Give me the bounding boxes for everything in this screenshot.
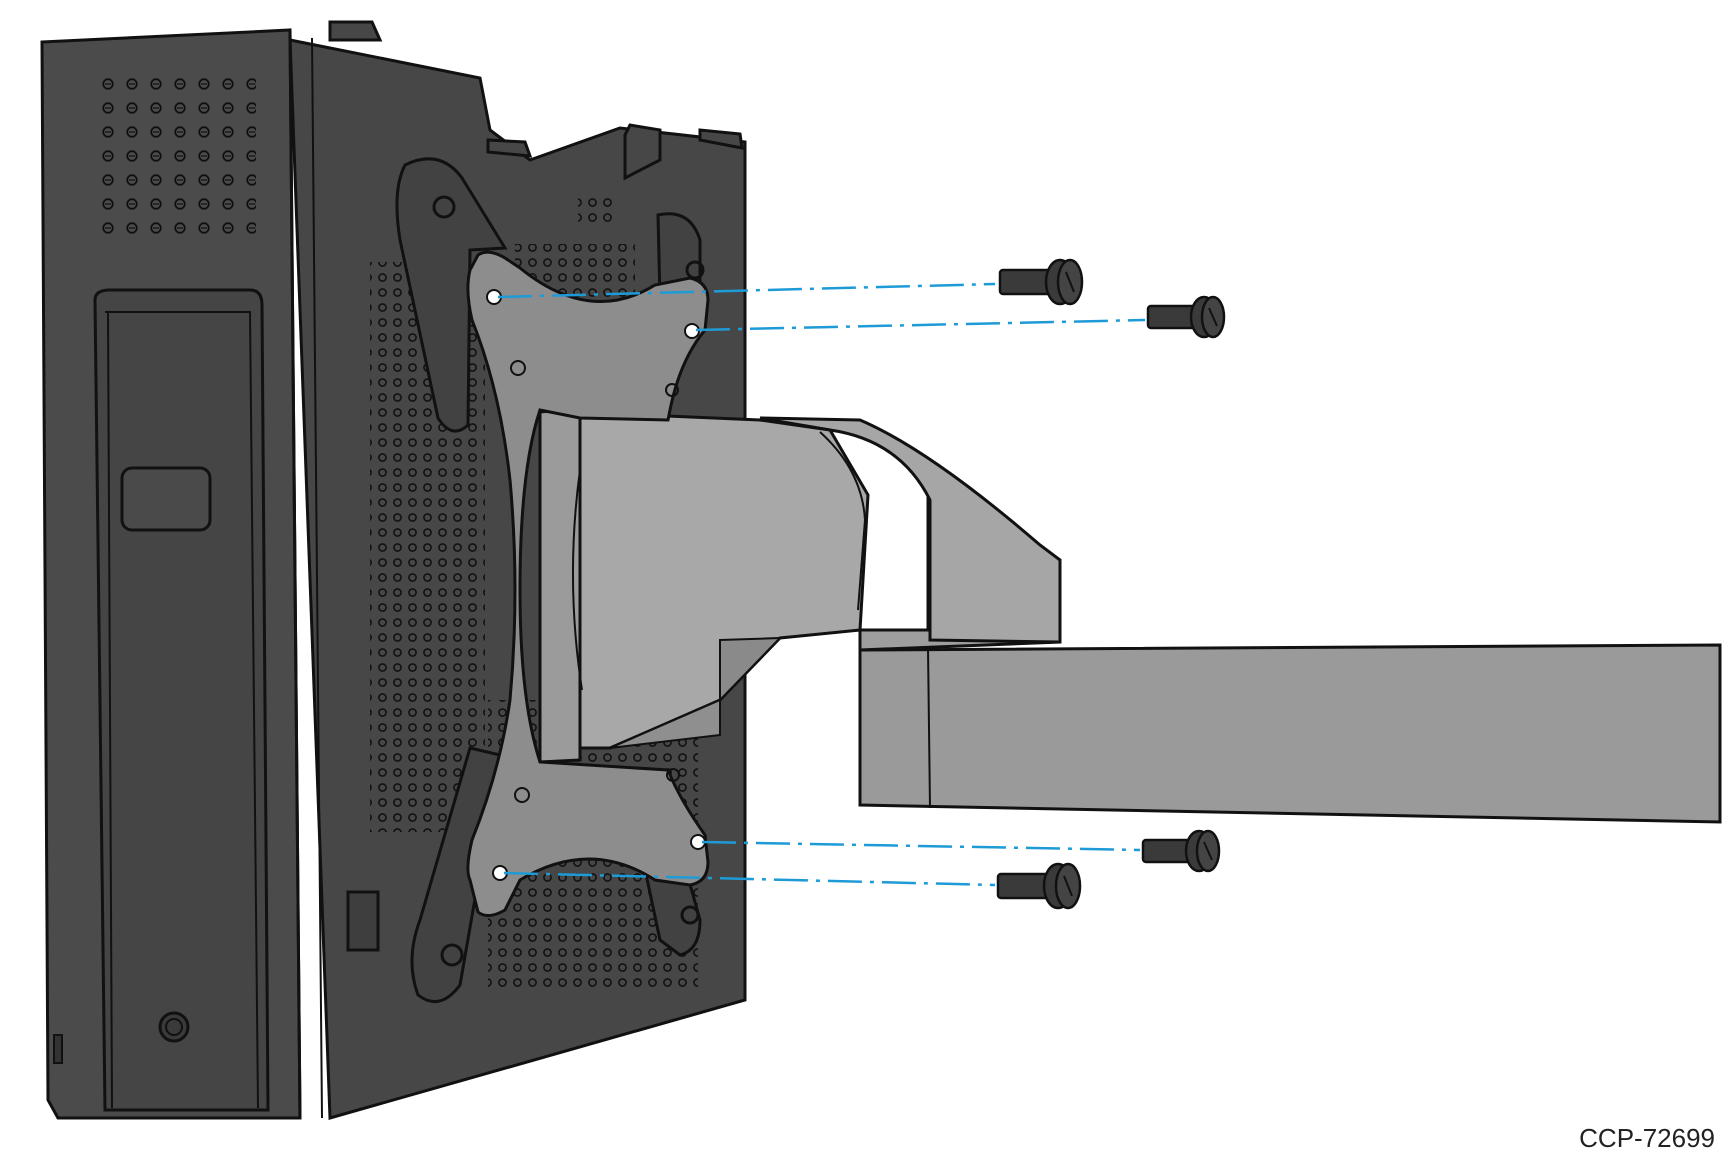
mount-arm-icon <box>538 406 1722 824</box>
vesa-plate-icon <box>466 250 710 917</box>
guide-line-top-left <box>497 282 996 299</box>
figure-id-label: CCP-72699 <box>1579 1123 1715 1153</box>
guide-line-bottom-left <box>503 871 996 887</box>
screw-icon <box>996 258 1226 910</box>
guide-line-bottom-right <box>701 840 1141 852</box>
guide-lines <box>497 282 1146 887</box>
guide-line-top-right <box>695 318 1146 332</box>
